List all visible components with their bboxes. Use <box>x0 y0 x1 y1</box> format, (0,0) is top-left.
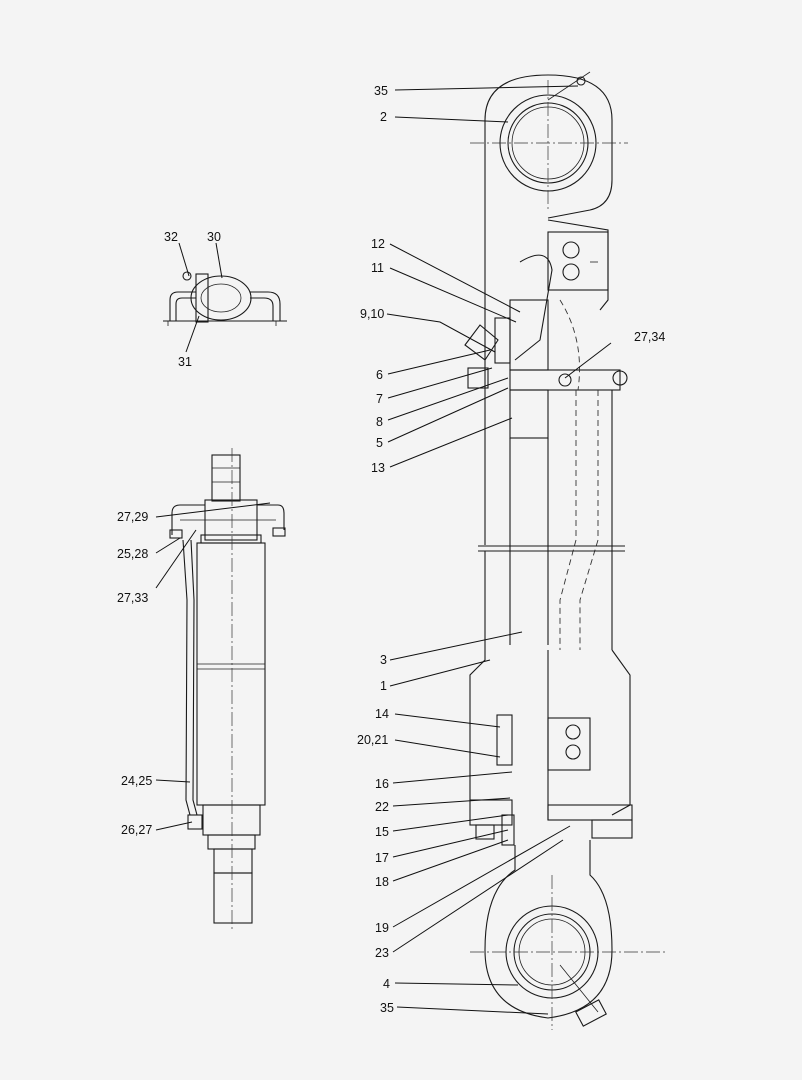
callout-6: 6 <box>376 368 383 382</box>
callout-8: 8 <box>376 415 383 429</box>
callout-20-21: 20,21 <box>357 733 388 747</box>
callout-4: 4 <box>383 977 390 991</box>
callout-1: 1 <box>380 679 387 693</box>
callout-35-top: 35 <box>374 84 388 98</box>
callout-14: 14 <box>375 707 389 721</box>
callout-27-33: 27,33 <box>117 591 148 605</box>
callout-12: 12 <box>371 237 385 251</box>
callout-35-bottom: 35 <box>380 1001 394 1015</box>
callout-2: 2 <box>380 110 387 124</box>
callout-22: 22 <box>375 800 389 814</box>
callout-16: 16 <box>375 777 389 791</box>
callout-11: 11 <box>371 261 384 275</box>
leader-lines <box>155 85 612 1015</box>
cylinder-main-view <box>464 71 665 1030</box>
callout-26-27: 26,27 <box>121 823 152 837</box>
callout-5: 5 <box>376 436 383 450</box>
callout-23: 23 <box>375 946 389 960</box>
callout-19: 19 <box>375 921 389 935</box>
callout-27-34: 27,34 <box>634 330 665 344</box>
callout-3: 3 <box>380 653 387 667</box>
callout-18: 18 <box>375 875 389 889</box>
callout-9-10: 9,10 <box>360 307 384 321</box>
callout-24-25: 24,25 <box>121 774 152 788</box>
callout-32: 32 <box>164 230 178 244</box>
callout-15: 15 <box>375 825 389 839</box>
callout-13: 13 <box>371 461 385 475</box>
callout-7: 7 <box>376 392 383 406</box>
cylinder-side-view <box>169 448 286 930</box>
callout-27-29: 27,29 <box>117 510 148 524</box>
callout-31: 31 <box>178 355 192 369</box>
callout-17: 17 <box>375 851 389 865</box>
valve-detail-view <box>163 271 287 326</box>
callout-25-28: 25,28 <box>117 547 148 561</box>
callout-labels: 35 2 12 11 9,10 27,34 6 7 8 5 13 3 1 14 … <box>117 84 665 1015</box>
callout-30: 30 <box>207 230 221 244</box>
